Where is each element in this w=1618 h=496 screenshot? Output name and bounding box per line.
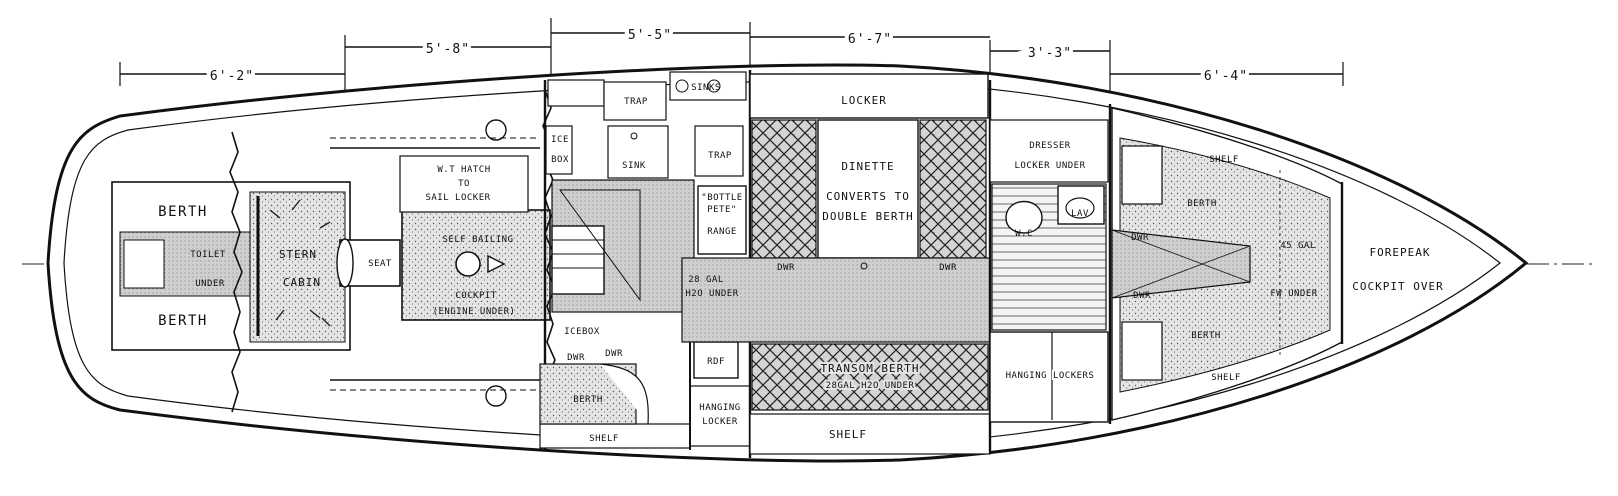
seat-label: SEAT [368, 259, 392, 269]
dim-aft-cabin: 6'-2" [210, 69, 254, 84]
trap-label-2: TRAP [708, 151, 732, 161]
aft-cabin [111, 131, 401, 413]
transom-berth-label-2: 28GAL H2O UNDER [826, 381, 915, 391]
rdf-label: RDF [707, 357, 725, 367]
dresser-label-1: DRESSER [1029, 141, 1071, 151]
saloon [681, 70, 991, 458]
dinette-label-1: DINETTE [841, 160, 894, 173]
ice-label: ICE [551, 135, 569, 145]
head-compartment [988, 80, 1112, 454]
dinette-label-2: CONVERTS TO [826, 190, 910, 203]
locker-label: LOCKER [841, 94, 887, 107]
forward-cabin [1111, 107, 1344, 421]
sinks-label: SINKS [691, 83, 721, 93]
transom-berth-label-1: TRANSOM BERTH [820, 362, 919, 375]
forward-berth-lower-label: BERTH [1191, 331, 1221, 341]
cockpit-label: COCKPIT [455, 291, 497, 301]
cockpit-area [330, 119, 551, 407]
dim-forward-cabin: 6'-4" [1204, 69, 1248, 84]
dwr-galley-label-2: DWR [605, 349, 623, 359]
forward-berth-upper-label: BERTH [1187, 199, 1217, 209]
dim-head: 3'-3" [1028, 46, 1072, 61]
toilet-under-label: UNDER [195, 279, 225, 289]
dim-saloon: 6'-7" [848, 32, 892, 47]
water-28-label-1: 28 GAL [688, 275, 724, 285]
sink-label: SINK [622, 161, 646, 171]
wt-hatch-label-3: SAIL LOCKER [425, 193, 490, 203]
water-28-label-2: H2O UNDER [685, 289, 738, 299]
stern-cabin-label-1: STERN [279, 248, 317, 261]
engine-under-label: (ENGINE UNDER) [433, 307, 516, 317]
shelf-saloon-label: SHELF [829, 428, 867, 441]
shelf-forward-lower-label: SHELF [1211, 373, 1241, 383]
hanging-locker-label-1: HANGING [699, 403, 740, 413]
dwr-saloon-label-2: DWR [939, 263, 957, 273]
range-label: RANGE [707, 227, 737, 237]
dinette-label-3: DOUBLE BERTH [822, 210, 913, 223]
dwr-saloon-label-1: DWR [777, 263, 795, 273]
fw-under-label: FW UNDER [1270, 289, 1317, 299]
dwr-forward-label-1: DWR [1131, 233, 1149, 243]
cockpit-over-label: COCKPIT OVER [1352, 280, 1443, 293]
wt-hatch-label-1: W.T HATCH [437, 165, 490, 175]
trap-label-1: TRAP [624, 97, 648, 107]
bottle-pete-label-1: "BOTTLE [701, 193, 742, 203]
aft-berth-lower-label: BERTH [158, 313, 208, 329]
hanging-locker-label-2: LOCKER [702, 417, 738, 427]
dimension-strip [119, 18, 1344, 112]
shelf-galley-label: SHELF [589, 434, 619, 444]
dim-cockpit: 5'-8" [426, 42, 470, 57]
lav-label: LAV [1071, 209, 1089, 219]
galley [539, 71, 751, 450]
aft-quarter-berth-label: BERTH [573, 395, 603, 405]
toilet-label: TOILET [190, 250, 226, 260]
wc-label: W.C [1015, 229, 1033, 239]
bottle-pete-label-2: PETE" [707, 205, 737, 215]
fuel-45-label: 45 GAL [1280, 241, 1316, 251]
hanging-lockers-label: HANGING LOCKERS [1006, 371, 1095, 381]
dwr-galley-label-1: DWR [567, 353, 585, 363]
box-label: BOX [551, 155, 569, 165]
dresser-label-2: LOCKER UNDER [1014, 161, 1085, 171]
icebox-side-label: ICEBOX [564, 327, 600, 337]
self-bailing-label: SELF BAILING [442, 235, 513, 245]
shelf-forward-upper-label: SHELF [1209, 155, 1239, 165]
aft-berth-upper-label: BERTH [158, 204, 208, 220]
forepeak-label: FOREPEAK [1370, 246, 1431, 259]
stern-cabin-label-2: CABIN [283, 276, 321, 289]
dwr-forward-label-2: DWR [1133, 291, 1151, 301]
dim-galley: 5'-5" [628, 28, 672, 43]
wt-hatch-label-2: TO [458, 179, 470, 189]
